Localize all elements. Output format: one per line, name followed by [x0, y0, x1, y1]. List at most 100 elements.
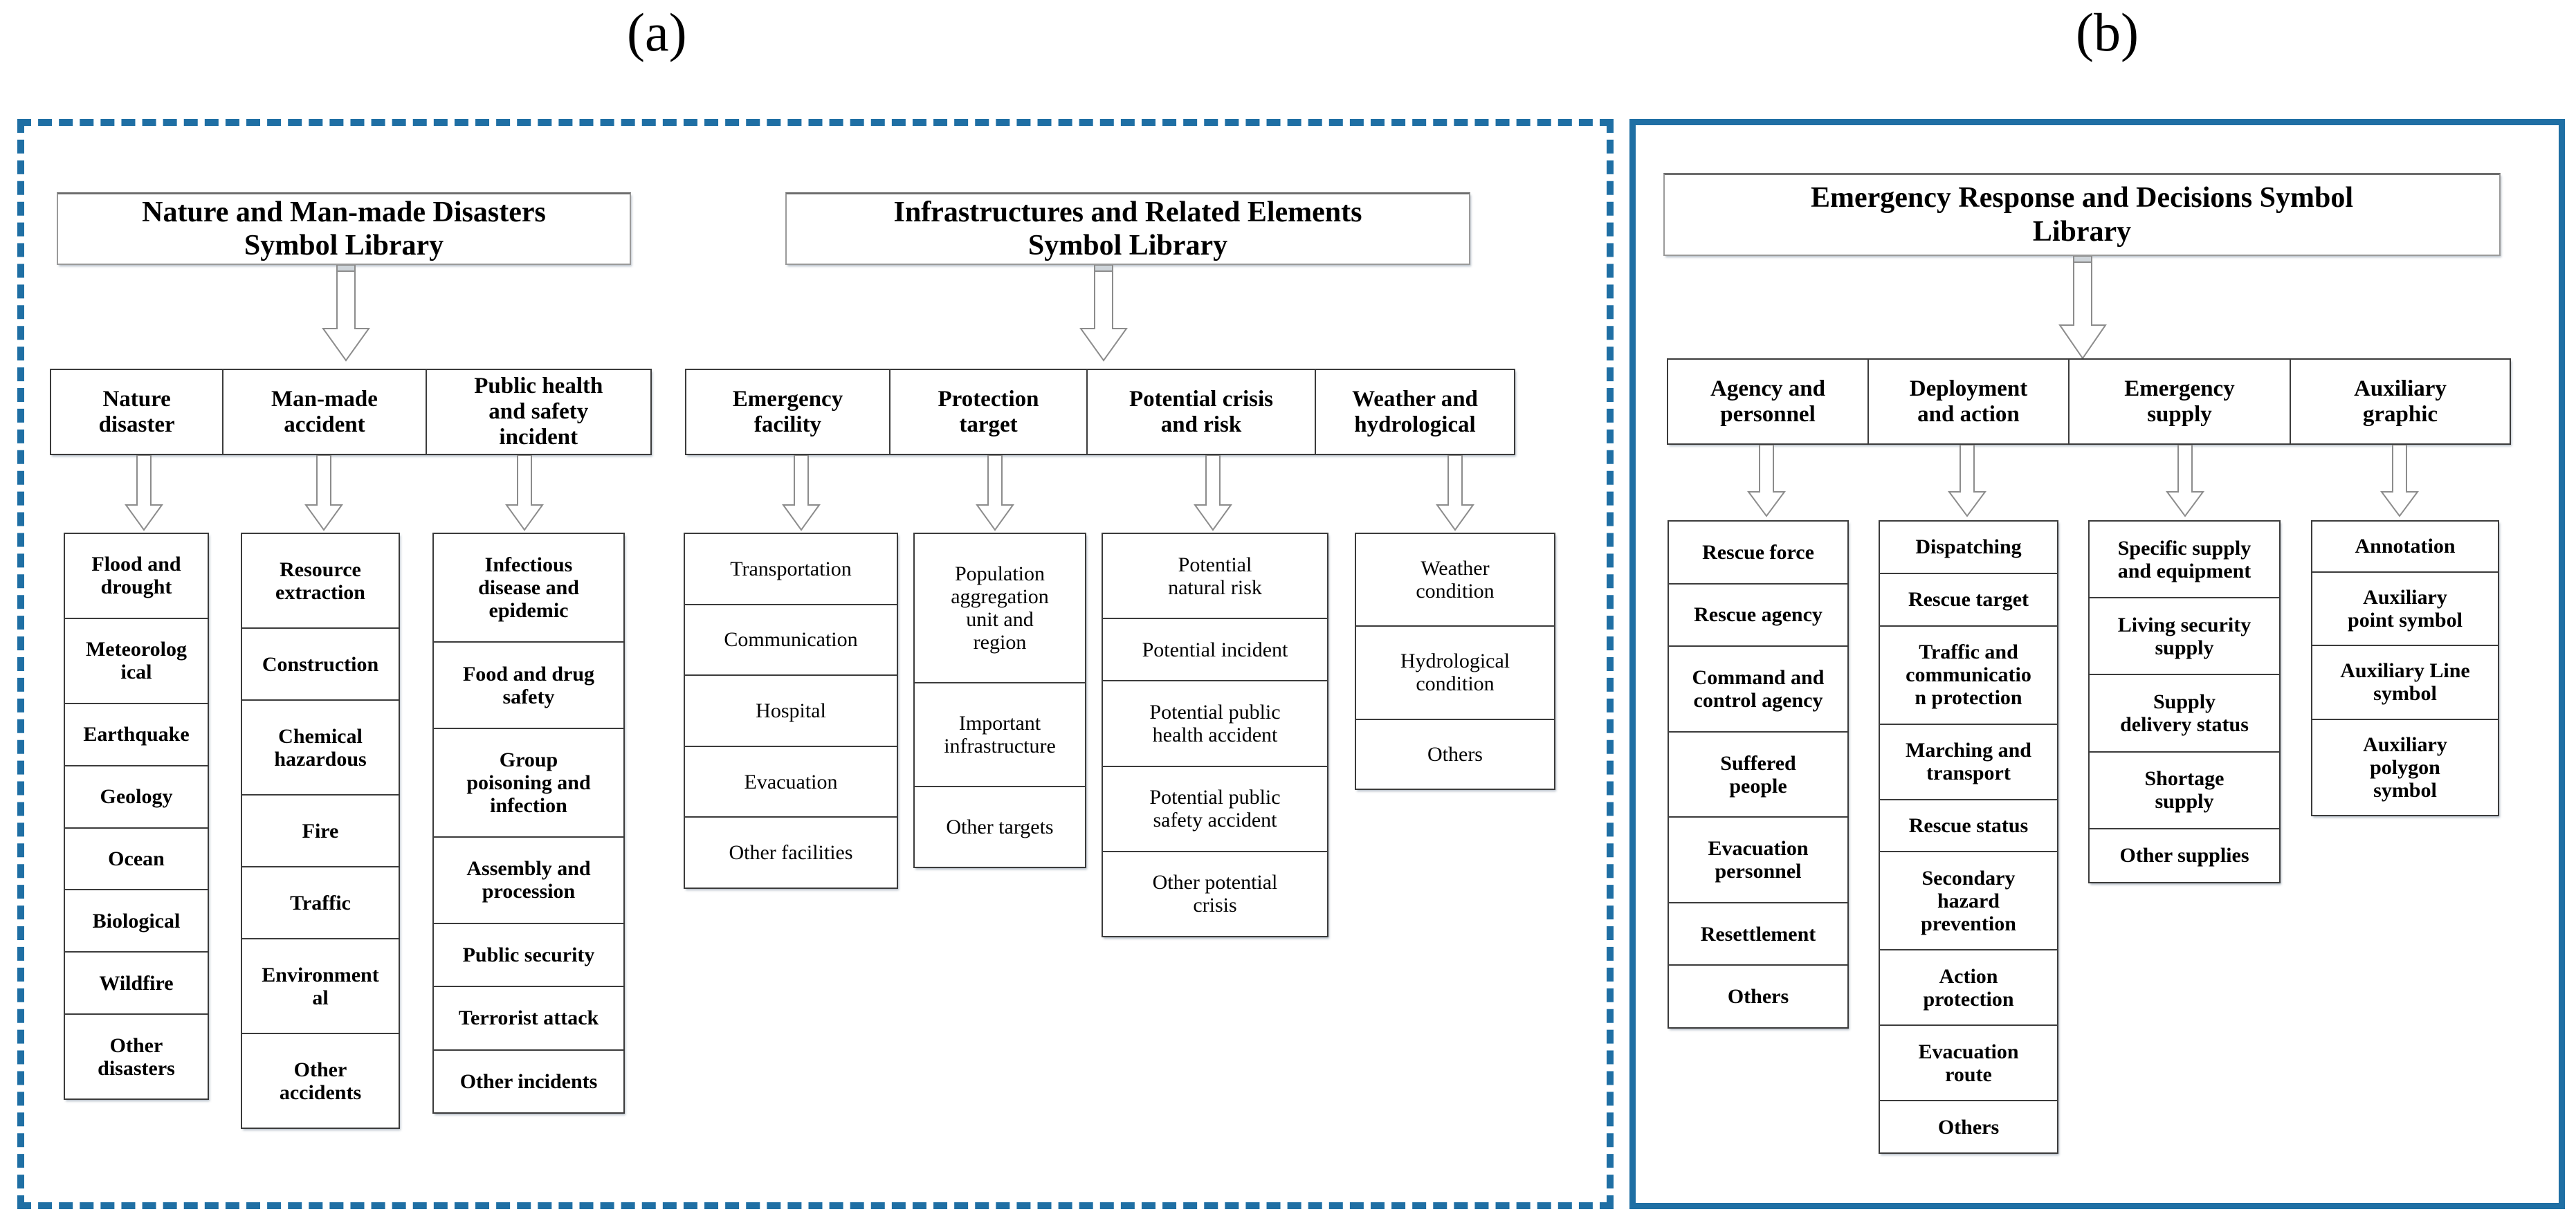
list-item[interactable]: Other targets: [946, 816, 1054, 838]
list-item[interactable]: Other incidents: [459, 1069, 598, 1093]
list-item[interactable]: Hospital: [685, 676, 897, 747]
panel-a-label: (a): [627, 2, 687, 62]
down-arrow-emergency-facility: [782, 455, 821, 531]
down-arrow-g1: [322, 265, 370, 362]
list-item[interactable]: Evacuation: [685, 747, 897, 818]
list-item[interactable]: Others: [1427, 742, 1483, 766]
list-item[interactable]: Others: [1937, 1115, 2000, 1139]
list-item[interactable]: Construction: [242, 629, 399, 701]
list-item[interactable]: Annotation: [2312, 522, 2498, 573]
list-item[interactable]: Dispatching: [1880, 522, 2057, 574]
down-arrow-potential-crisis: [1194, 455, 1232, 531]
list-item[interactable]: Rescue force: [1669, 522, 1847, 585]
list-item[interactable]: Wildfire: [65, 953, 208, 1015]
list-item[interactable]: Earthquake: [65, 704, 208, 766]
list-item[interactable]: Resettlement: [1669, 903, 1847, 966]
list-item[interactable]: Biological: [65, 890, 208, 953]
panel-b-label: (b): [2076, 2, 2139, 62]
list-item[interactable]: Fire: [242, 796, 399, 867]
list-item[interactable]: Communication: [685, 605, 897, 677]
down-arrow-public-health: [505, 455, 544, 531]
down-arrow-agency-personnel: [1747, 445, 1786, 517]
list-item[interactable]: Potential incident: [1103, 619, 1327, 682]
down-arrow-auxiliary-graphic: [2380, 445, 2419, 517]
list-item[interactable]: Rescue target: [1880, 574, 2057, 627]
list-item[interactable]: Other facilities: [729, 841, 853, 865]
list-item[interactable]: Other supplies: [2119, 844, 2249, 867]
list-item[interactable]: Rescue agency: [1669, 585, 1847, 647]
down-arrow-nature-disaster: [125, 455, 163, 531]
list-item[interactable]: Ocean: [65, 829, 208, 891]
list-item[interactable]: Others: [1727, 985, 1789, 1009]
down-arrow-weather-hydrological: [1436, 455, 1474, 531]
list-item[interactable]: Geology: [65, 766, 208, 829]
list-item[interactable]: Transportation: [685, 534, 897, 605]
down-arrow-emergency-supply: [2166, 445, 2204, 517]
stack-emergency-facility: Transportation Communication Hospital Ev…: [684, 533, 898, 889]
down-arrow-protection-target: [976, 455, 1014, 531]
list-item[interactable]: Public security: [434, 924, 623, 988]
list-item[interactable]: Terrorist attack: [434, 987, 623, 1051]
list-item[interactable]: Rescue status: [1880, 800, 2057, 853]
list-item[interactable]: Traffic: [242, 867, 399, 939]
